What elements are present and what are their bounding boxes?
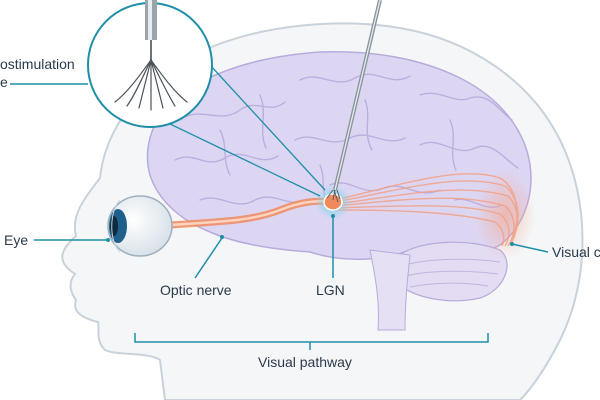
optic-radiation-fibers [334, 173, 519, 247]
lgn-nucleus [323, 193, 343, 211]
brain-icon [146, 50, 532, 331]
label-microstimulation-electrode: ostimulation [0, 56, 75, 72]
electrode-icon [326, 0, 382, 203]
label-eye: Eye [4, 232, 29, 248]
brainstem [369, 249, 411, 331]
magnified-electrode-icon [114, 0, 188, 111]
visual-pathway-bracket [134, 333, 489, 350]
leader-visual-cortex [511, 243, 549, 253]
label-lgn: LGN [316, 282, 345, 298]
label-optic-nerve: Optic nerve [160, 282, 232, 298]
label-microstimulation-electrode-line2: e [0, 74, 8, 90]
label-visual-cortex: Visual c [552, 244, 600, 260]
label-visual-pathway: Visual pathway [258, 354, 352, 370]
callout-connector-upper [209, 64, 326, 191]
leader-optic-nerve [194, 237, 223, 279]
callout-connector-lower [167, 122, 321, 197]
eye-icon [107, 195, 173, 257]
